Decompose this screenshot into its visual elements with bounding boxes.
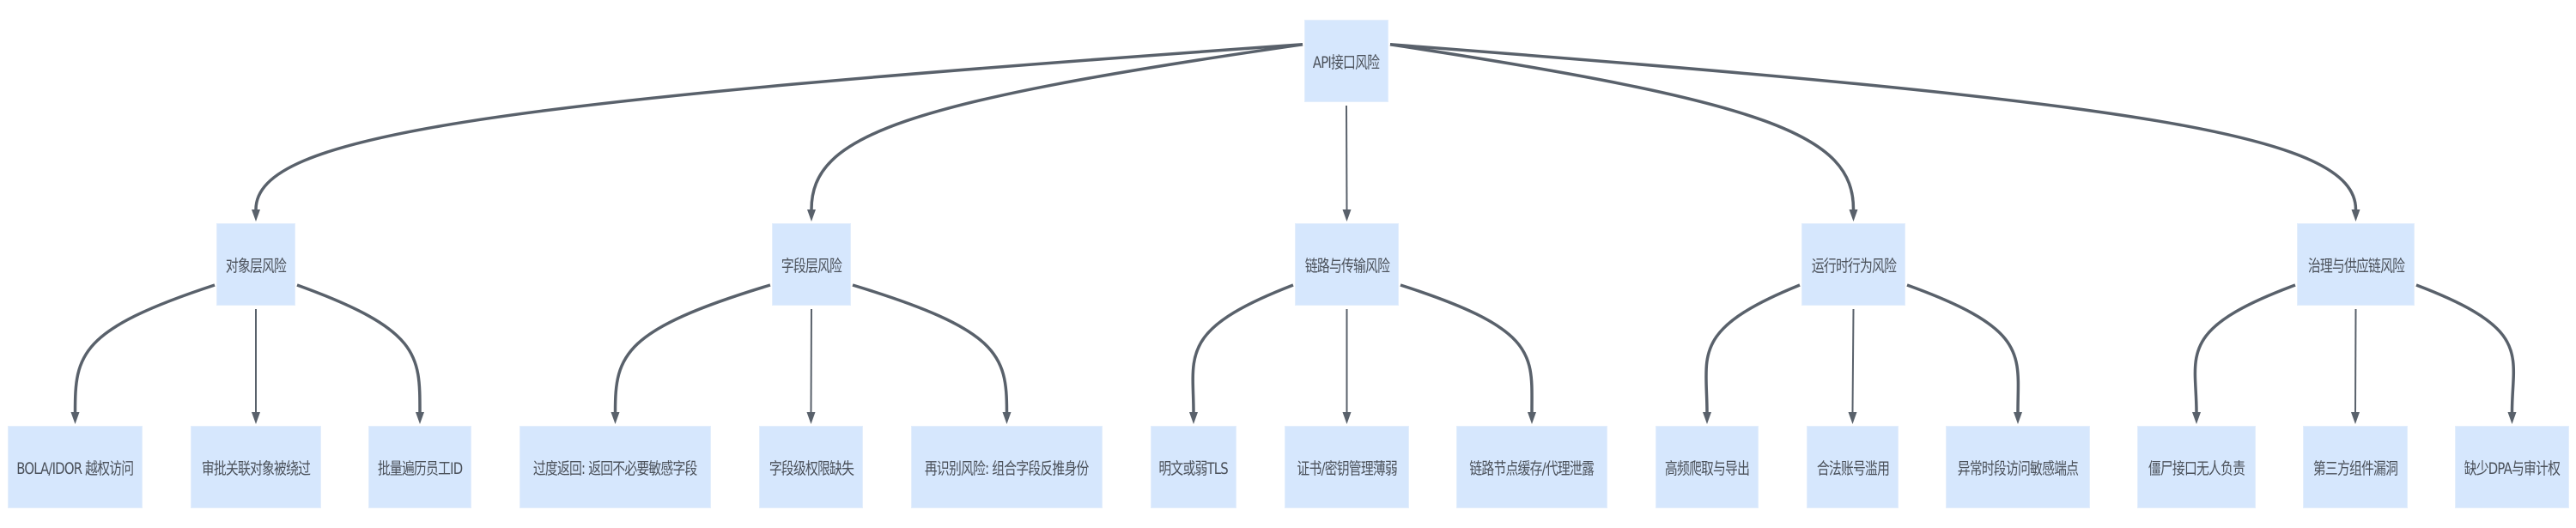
leaf-node: 字段级权限缺失 <box>759 426 863 508</box>
edge-root-c2-arrowhead <box>807 209 816 222</box>
root-node-label: API接口风险 <box>1313 52 1380 72</box>
edge-c2-c2c-line <box>852 283 1009 413</box>
leaf-node: 明文或弱TLS <box>1151 426 1236 508</box>
edge-c3-c3a-line <box>1191 283 1294 413</box>
leaf-node: 再识别风险: 组合字段反推身份 <box>911 426 1103 508</box>
edge-c2-c2b-arrowhead <box>806 412 816 424</box>
edge-root-c5-line <box>1389 43 2358 210</box>
leaf-node: 高频爬取与导出 <box>1656 426 1759 508</box>
edge-c3-c3c-arrowhead <box>1528 412 1536 424</box>
leaf-node: BOLA/IDOR 越权访问 <box>8 426 143 508</box>
edge-c1-c1a-line <box>73 283 216 413</box>
leaf-label: 字段级权限缺失 <box>769 458 854 478</box>
edge-root-c4-arrowhead <box>1849 209 1858 222</box>
leaf-node: 合法账号滥用 <box>1807 426 1899 508</box>
leaf-node: 批量遍历员工ID <box>368 426 471 508</box>
edge-c3-c3b-arrowhead <box>1342 412 1352 424</box>
edge-c5-c5b-arrowhead <box>2351 412 2360 424</box>
leaf-node: 缺少DPA与审计权 <box>2455 426 2569 508</box>
edge-c1-c1c-arrowhead <box>416 412 424 424</box>
category-node-transport: 链路与传输风险 <box>1295 223 1399 306</box>
leaf-label: 审批关联对象被绕过 <box>201 458 311 478</box>
leaf-label: 僵尸接口无人负责 <box>2148 458 2245 478</box>
edge-root-c3-line <box>1346 105 1348 210</box>
edge-c1-c1c-line <box>296 283 422 413</box>
root-node: API接口风险 <box>1304 20 1388 102</box>
edge-c2-c2a-line <box>613 283 771 413</box>
leaf-label: BOLA/IDOR 越权访问 <box>16 458 134 478</box>
edge-c4-c4c-line <box>1906 283 2020 413</box>
leaf-node: 链路节点缓存/代理泄露 <box>1456 426 1607 508</box>
leaf-node: 过度返回: 返回不必要敏感字段 <box>519 426 711 508</box>
leaf-label: 批量遍历员工ID <box>377 458 463 478</box>
edge-c3-c3a-arrowhead <box>1189 412 1198 424</box>
leaf-label: 合法账号滥用 <box>1816 458 1889 478</box>
leaf-label: 再识别风险: 组合字段反推身份 <box>925 458 1089 478</box>
edge-c2-c2c-arrowhead <box>1002 412 1012 424</box>
leaf-label: 链路节点缓存/代理泄露 <box>1469 458 1595 478</box>
edge-c4-c4c-arrowhead <box>2014 412 2022 424</box>
edge-root-c2-line <box>810 43 1303 210</box>
edge-root-c1-arrowhead <box>252 209 260 222</box>
category-label: 治理与供应链风险 <box>2307 256 2404 276</box>
edge-c2-c2a-arrowhead <box>611 412 620 424</box>
leaf-node: 审批关联对象被绕过 <box>191 426 321 508</box>
edge-c5-c5b-line <box>2354 308 2357 413</box>
category-label: 链路与传输风险 <box>1304 256 1389 276</box>
leaf-label: 高频爬取与导出 <box>1664 458 1750 478</box>
leaf-node: 证书/密钥管理薄弱 <box>1285 426 1409 508</box>
leaf-label: 第三方组件漏洞 <box>2312 458 2398 478</box>
leaf-label: 过度返回: 返回不必要敏感字段 <box>533 458 697 478</box>
category-label: 对象层风险 <box>225 256 287 276</box>
edge-c2-c2b-line <box>810 308 812 413</box>
edge-root-c5-arrowhead <box>2351 209 2360 222</box>
category-label: 字段层风险 <box>781 256 842 276</box>
edge-c3-c3c-line <box>1400 283 1534 413</box>
leaf-label: 异常时段访问敏感端点 <box>1957 458 2079 478</box>
edge-root-c3-arrowhead <box>1342 209 1352 222</box>
category-node-governance: 治理与供应链风险 <box>2297 223 2415 306</box>
edge-c5-c5c-arrowhead <box>2507 412 2517 424</box>
edge-c1-c1b-arrowhead <box>252 412 260 424</box>
leaf-label: 缺少DPA与审计权 <box>2464 458 2561 478</box>
leaf-node: 第三方组件漏洞 <box>2303 426 2408 508</box>
edge-c1-c1a-arrowhead <box>70 412 80 424</box>
leaf-node: 僵尸接口无人负责 <box>2137 426 2256 508</box>
edge-c5-c5c-line <box>2415 283 2516 413</box>
category-node-object: 对象层风险 <box>216 223 295 306</box>
edge-root-c1-line <box>254 43 1303 210</box>
leaf-node: 异常时段访问敏感端点 <box>1946 426 2090 508</box>
leaf-label: 明文或弱TLS <box>1158 458 1229 478</box>
category-node-field: 字段层风险 <box>772 223 851 306</box>
leaf-label: 证书/密钥管理薄弱 <box>1297 458 1397 478</box>
category-label: 运行时行为风险 <box>1811 256 1896 276</box>
edge-c5-c5a-line <box>2193 283 2296 413</box>
edge-root-c4-line <box>1389 43 1856 210</box>
category-node-runtime: 运行时行为风险 <box>1801 223 1905 306</box>
edge-c5-c5a-arrowhead <box>2192 412 2201 424</box>
edge-c4-c4a-line <box>1704 283 1801 413</box>
edge-c4-c4a-arrowhead <box>1703 412 1711 424</box>
edge-c4-c4b-arrowhead <box>1848 412 1857 424</box>
edge-c4-c4b-line <box>1851 308 1855 413</box>
